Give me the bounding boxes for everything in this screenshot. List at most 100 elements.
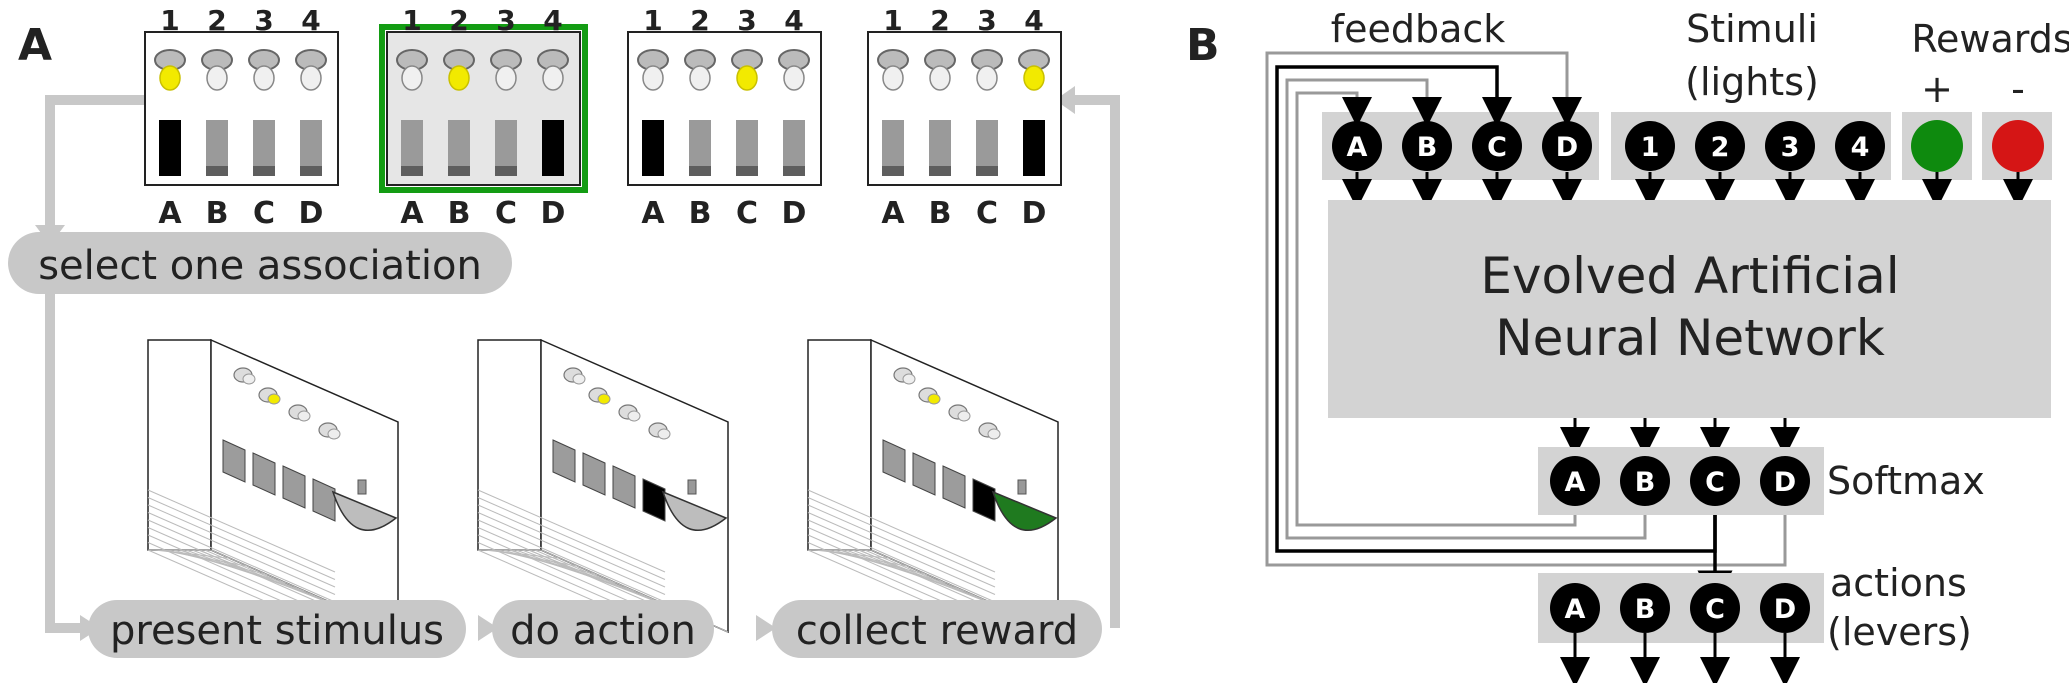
lever-base bbox=[783, 166, 805, 176]
lever bbox=[206, 120, 228, 176]
light-number: 2 bbox=[207, 4, 226, 37]
light-off-icon bbox=[401, 65, 423, 91]
lever bbox=[783, 120, 805, 176]
light-number: 4 bbox=[1024, 4, 1043, 37]
lever-letter: D bbox=[782, 196, 807, 231]
feedback-wires bbox=[1265, 51, 1787, 606]
reward-bowl-icon bbox=[991, 490, 1058, 532]
light-number: 1 bbox=[160, 4, 179, 37]
lever-base bbox=[253, 166, 275, 176]
actions-label: actions bbox=[1830, 561, 1967, 605]
lever-letter: B bbox=[929, 196, 952, 231]
step-do-action: do action bbox=[492, 600, 714, 658]
chamber-light-on-icon bbox=[927, 393, 941, 405]
light-off-icon bbox=[253, 65, 275, 91]
softmax-node: B bbox=[1620, 456, 1670, 506]
reward-minus-label: - bbox=[2011, 67, 2025, 111]
network-title-line1: Evolved Artificial bbox=[1480, 247, 1899, 305]
lever-base bbox=[929, 166, 951, 176]
node-label: A bbox=[1565, 594, 1586, 625]
reward-minus-node bbox=[1992, 120, 2044, 172]
stimulus-node: 1 bbox=[1625, 121, 1675, 171]
light-off-icon bbox=[495, 65, 517, 91]
chamber-light-off-icon bbox=[297, 410, 311, 422]
node-label: A bbox=[1565, 467, 1586, 498]
feedback-node: B bbox=[1402, 121, 1452, 171]
dispenser-icon bbox=[1017, 479, 1027, 495]
light-number: 3 bbox=[496, 4, 515, 37]
reward-plus-node bbox=[1911, 120, 1963, 172]
action-node: C bbox=[1690, 583, 1740, 633]
step-present-stimulus: present stimulus bbox=[88, 600, 466, 658]
light-off-icon bbox=[300, 65, 322, 91]
light-off-icon bbox=[206, 65, 228, 91]
action-node: D bbox=[1760, 583, 1810, 633]
lever-base bbox=[976, 166, 998, 176]
step-label: present stimulus bbox=[110, 608, 444, 654]
action-output-arrows bbox=[1560, 633, 1800, 683]
light-off-icon bbox=[783, 65, 805, 91]
light-number: 2 bbox=[930, 4, 949, 37]
lever-letter: D bbox=[1022, 196, 1047, 231]
chamber bbox=[147, 338, 399, 634]
light-off-icon bbox=[542, 65, 564, 91]
node-label: 3 bbox=[1781, 132, 1800, 163]
reward-bowl-icon bbox=[661, 490, 728, 532]
chamber bbox=[477, 338, 729, 634]
light-off-icon bbox=[929, 65, 951, 91]
selected-border bbox=[379, 24, 588, 193]
lever-pressed bbox=[1023, 120, 1045, 176]
action-node: A bbox=[1550, 583, 1600, 633]
lever-base bbox=[736, 166, 758, 176]
operant-chambers bbox=[147, 338, 1059, 634]
softmax-node: A bbox=[1550, 456, 1600, 506]
chamber-light-off-icon bbox=[657, 428, 671, 440]
output-arrows bbox=[1560, 418, 1800, 457]
lever-letter: A bbox=[641, 196, 665, 231]
lever-base bbox=[401, 166, 423, 176]
softmax-nodes: A B C D bbox=[1550, 456, 1810, 506]
step-label: collect reward bbox=[796, 608, 1078, 654]
chamber-lever bbox=[222, 439, 246, 483]
input-arrows bbox=[1342, 97, 2033, 209]
light-number: 3 bbox=[737, 4, 756, 37]
lever-letter: D bbox=[299, 196, 324, 231]
lever-base bbox=[689, 166, 711, 176]
lever bbox=[300, 120, 322, 176]
light-number: 4 bbox=[543, 4, 562, 37]
chamber-light-off-icon bbox=[327, 428, 341, 440]
lever-base bbox=[448, 166, 470, 176]
lever bbox=[495, 120, 517, 176]
panel-a-label: A bbox=[18, 20, 52, 71]
node-label: D bbox=[1556, 132, 1578, 163]
reward-plus-label: + bbox=[1921, 67, 1953, 111]
node-label: D bbox=[1774, 467, 1796, 498]
softmax-node: D bbox=[1760, 456, 1810, 506]
chamber-light-off-icon bbox=[957, 410, 971, 422]
light-on-icon bbox=[448, 65, 470, 91]
node-label: C bbox=[1705, 467, 1725, 498]
feedback-node: C bbox=[1472, 121, 1522, 171]
lever-letter: C bbox=[495, 196, 517, 231]
dispenser-icon bbox=[687, 479, 697, 495]
lever bbox=[253, 120, 275, 176]
rewards-label: Rewards bbox=[1911, 17, 2069, 61]
flow-loop bbox=[45, 95, 1120, 633]
chamber-light-off-icon bbox=[627, 410, 641, 422]
panel-b-label: B bbox=[1186, 20, 1220, 71]
light-number: 3 bbox=[977, 4, 996, 37]
lever bbox=[736, 120, 758, 176]
chamber-lever bbox=[882, 439, 906, 483]
light-number: 4 bbox=[301, 4, 320, 37]
lever-pressed bbox=[542, 120, 564, 176]
light-number: 1 bbox=[643, 4, 662, 37]
chamber-light-off-icon bbox=[242, 373, 256, 385]
stimulus-node: 2 bbox=[1695, 121, 1745, 171]
light-on-icon bbox=[159, 65, 181, 91]
lever-letter: B bbox=[689, 196, 712, 231]
lever-letter: A bbox=[158, 196, 182, 231]
node-label: B bbox=[1635, 467, 1656, 498]
